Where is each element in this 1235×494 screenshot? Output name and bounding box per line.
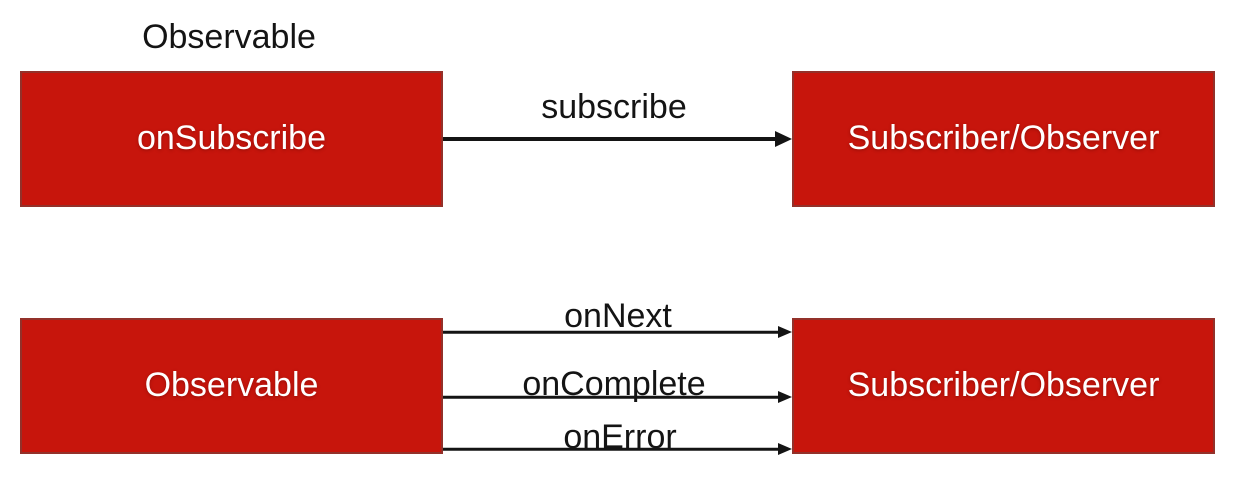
onerror-arrow-line bbox=[443, 447, 783, 451]
onnext-arrow bbox=[443, 326, 792, 338]
subscribe-arrow-label: subscribe bbox=[541, 88, 687, 126]
subscribe-arrow-line bbox=[443, 137, 780, 141]
subscriber-observer-box-bottom-label: Subscriber/Observer bbox=[847, 366, 1160, 405]
oncomplete-arrow bbox=[443, 391, 792, 403]
onsubscribe-box-label: onSubscribe bbox=[136, 119, 326, 158]
onnext-arrow-line bbox=[443, 330, 783, 334]
observable-box-label: Observable bbox=[144, 366, 319, 405]
onerror-arrowhead-icon bbox=[778, 443, 792, 455]
oncomplete-arrowhead-icon bbox=[778, 391, 792, 403]
observable-caption: Observable bbox=[142, 18, 316, 56]
subscribe-arrowhead-icon bbox=[775, 131, 792, 147]
subscriber-observer-box-top: Subscriber/Observer bbox=[792, 71, 1215, 207]
onnext-arrow-label: onNext bbox=[564, 297, 672, 335]
onerror-arrow bbox=[443, 443, 792, 455]
subscriber-observer-box-bottom: Subscriber/Observer bbox=[792, 318, 1215, 454]
oncomplete-arrow-line bbox=[443, 395, 783, 399]
observable-box: Observable bbox=[20, 318, 443, 454]
subscriber-observer-box-top-label: Subscriber/Observer bbox=[847, 119, 1160, 158]
onnext-arrowhead-icon bbox=[778, 326, 792, 338]
subscribe-arrow bbox=[443, 131, 792, 147]
onsubscribe-box: onSubscribe bbox=[20, 71, 443, 207]
